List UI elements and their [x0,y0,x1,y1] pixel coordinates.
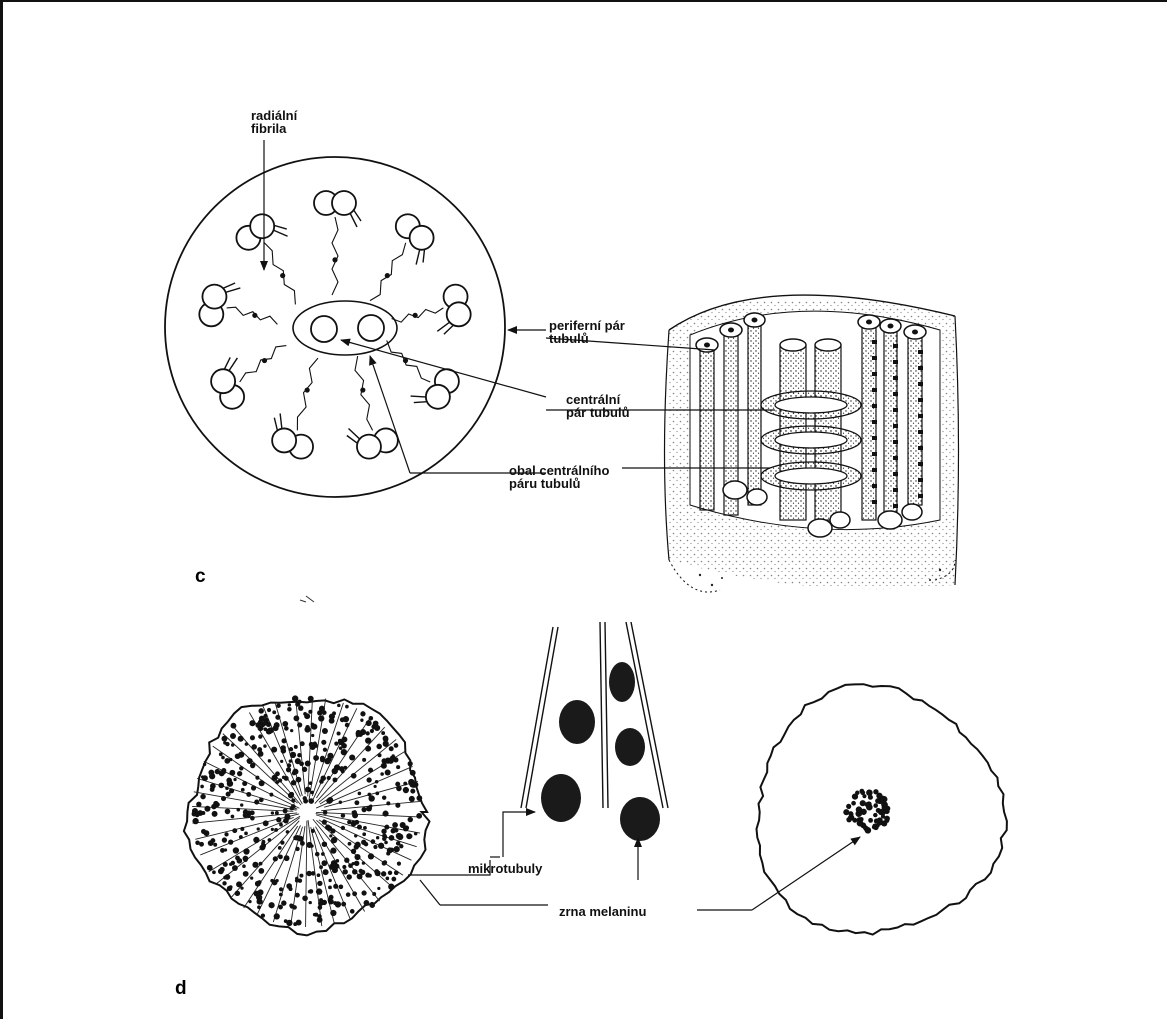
microtubule-detail [521,622,668,808]
label-central-sheath-2: páru tubulů [509,477,581,490]
label-melanin-granules: zrna melaninu [559,905,646,918]
melanosome-radial-disc [184,695,430,935]
axoneme-3d-view [665,295,960,600]
axoneme-cross-section [165,157,505,497]
central-tubule-right [358,315,384,341]
melanophore-aggregated [757,684,1007,934]
central-tubule-left [311,316,337,342]
label-central-pair-2: pár tubulů [566,406,630,419]
label-radial-fibril-2: fibrila [251,122,286,135]
scan-specks [300,596,314,602]
panel-letter-c: c [195,566,206,588]
panel-letter-d: d [175,978,187,1000]
label-peripheral-pair-2: tubulů [549,332,589,345]
label-microtubules: mikrotubuly [468,862,542,875]
